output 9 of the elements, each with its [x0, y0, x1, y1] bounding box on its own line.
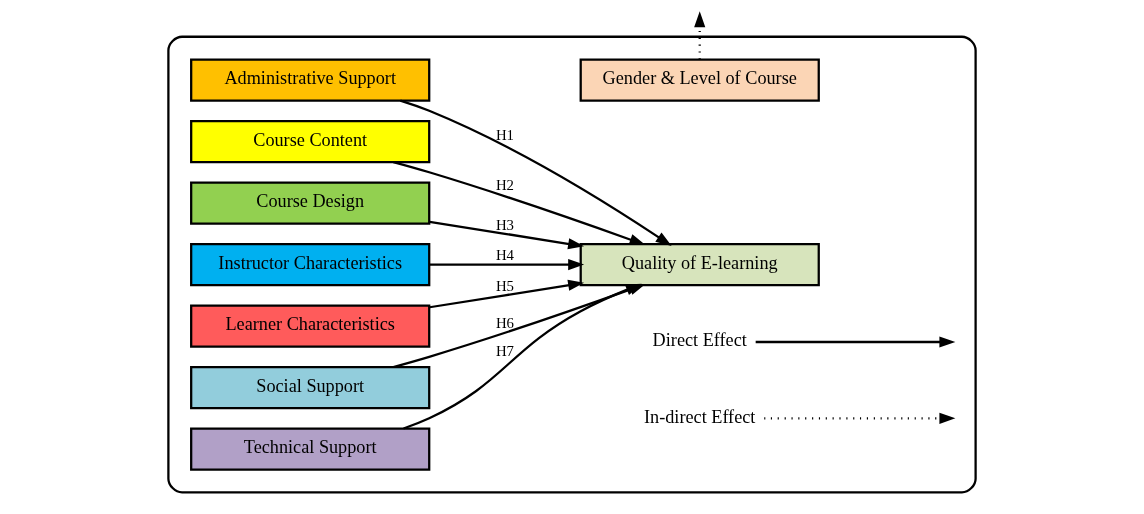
- edge-label: H2: [495, 176, 515, 193]
- legend-label: In-direct Effect: [644, 406, 756, 427]
- legend-label: Direct Effect: [652, 329, 747, 350]
- edge-label: H5: [495, 277, 515, 294]
- edge-label: H3: [495, 216, 515, 233]
- edge-label: H6: [495, 314, 515, 331]
- edge-label: H7: [495, 342, 515, 359]
- edge-label: H1: [495, 126, 515, 143]
- edge-label: H4: [495, 246, 515, 263]
